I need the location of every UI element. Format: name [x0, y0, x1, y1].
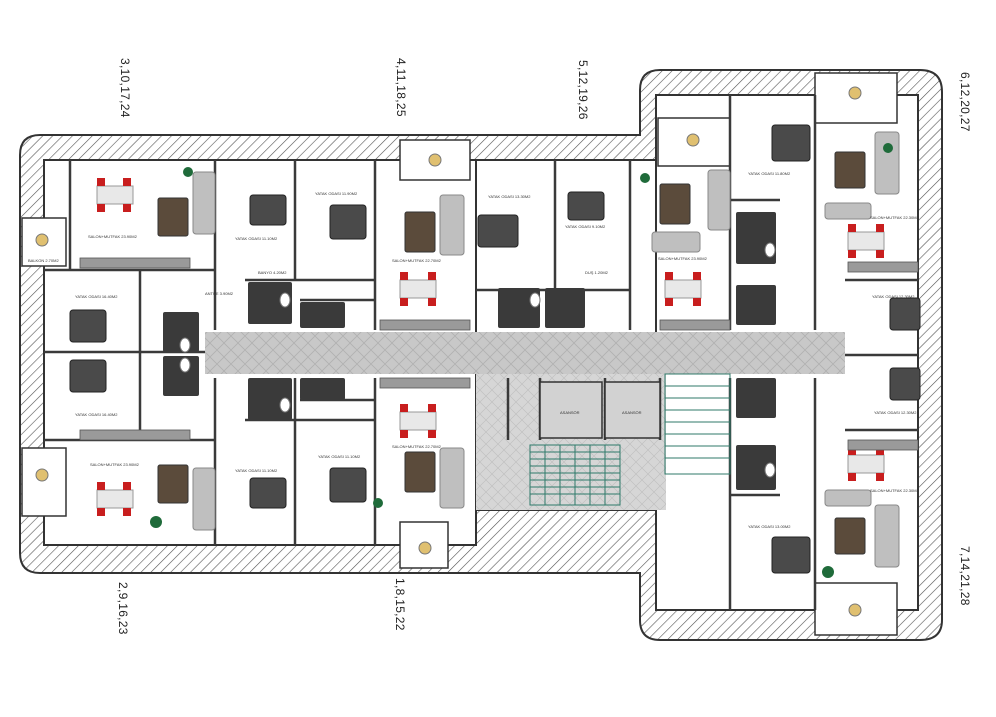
room-label: BANYO 4.20M2 — [258, 270, 287, 275]
room-label: DUŞ 1.20M2 — [585, 270, 609, 275]
kitchen-counters — [79, 257, 919, 451]
unit-label-bottom-left: 2,9,16,23 — [116, 582, 130, 635]
room-label: YATAK ODASI 13.00M2 — [748, 524, 791, 529]
room-label: YATAK ODASI 12.30M2 — [872, 294, 915, 299]
room-label: SALON+MUTFAK 23.90M2 — [658, 256, 708, 261]
room-label: YATAK ODASI 11.80M2 — [748, 171, 791, 176]
room-label: YATAK ODASI 12.30M2 — [874, 410, 917, 415]
beds — [69, 124, 921, 574]
room-label: YATAK ODASI 11.90M2 — [315, 191, 358, 196]
room-label: ANTRE 3.90M2 — [205, 291, 234, 296]
room-label: SALON+MUTFAK 23.90M2 — [90, 462, 140, 467]
unit-label-top-2: 4,11,18,25 — [394, 58, 408, 117]
room-label: ASANSÖR — [622, 410, 642, 415]
room-label: YATAK ODASI 16.40M2 — [75, 294, 118, 299]
room-labels: SALON+MUTFAK 23.90M2 YATAK ODASI 11.10M2… — [28, 171, 920, 529]
room-label: ASANSÖR — [560, 410, 580, 415]
stairs — [529, 373, 731, 506]
room-label: SALON+MUTFAK 23.90M2 — [88, 234, 138, 239]
room-label: BALKON 2.70M2 — [28, 258, 59, 263]
room-label: YATAK ODASI 13.30M2 — [488, 194, 531, 199]
room-label: YATAK ODASI 9.10M2 — [565, 224, 606, 229]
room-label: SALON+MUTFAK 22.70M2 — [392, 258, 442, 263]
unit-label-top-3: 5,12,19,26 — [576, 60, 590, 120]
room-label: YATAK ODASI 11.10M2 — [318, 454, 361, 459]
elevators — [539, 381, 661, 439]
room-label: SALON+MUTFAK 22.30M2 — [870, 488, 920, 493]
room-label: YATAK ODASI 16.40M2 — [75, 412, 118, 417]
dining-sets — [96, 178, 885, 516]
sofas — [192, 131, 900, 568]
balcony-tables — [35, 86, 862, 617]
toilets — [179, 242, 776, 478]
room-label: YATAK ODASI 11.10M2 — [235, 236, 278, 241]
unit-label-bottom-right: 7,14,21,28 — [958, 546, 972, 606]
unit-label-bottom-mid: 1,8,15,22 — [393, 578, 407, 631]
unit-label-top-1: 3,10,17,24 — [118, 58, 132, 118]
unit-label-top-right: 6,12,20,27 — [958, 72, 972, 132]
rugs — [157, 151, 866, 555]
plants — [150, 143, 893, 578]
room-label: SALON+MUTFAK 22.70M2 — [392, 444, 442, 449]
room-label: YATAK ODASI 11.10M2 — [235, 468, 278, 473]
room-label: SALON+MUTFAK 22.30M2 — [870, 215, 920, 220]
